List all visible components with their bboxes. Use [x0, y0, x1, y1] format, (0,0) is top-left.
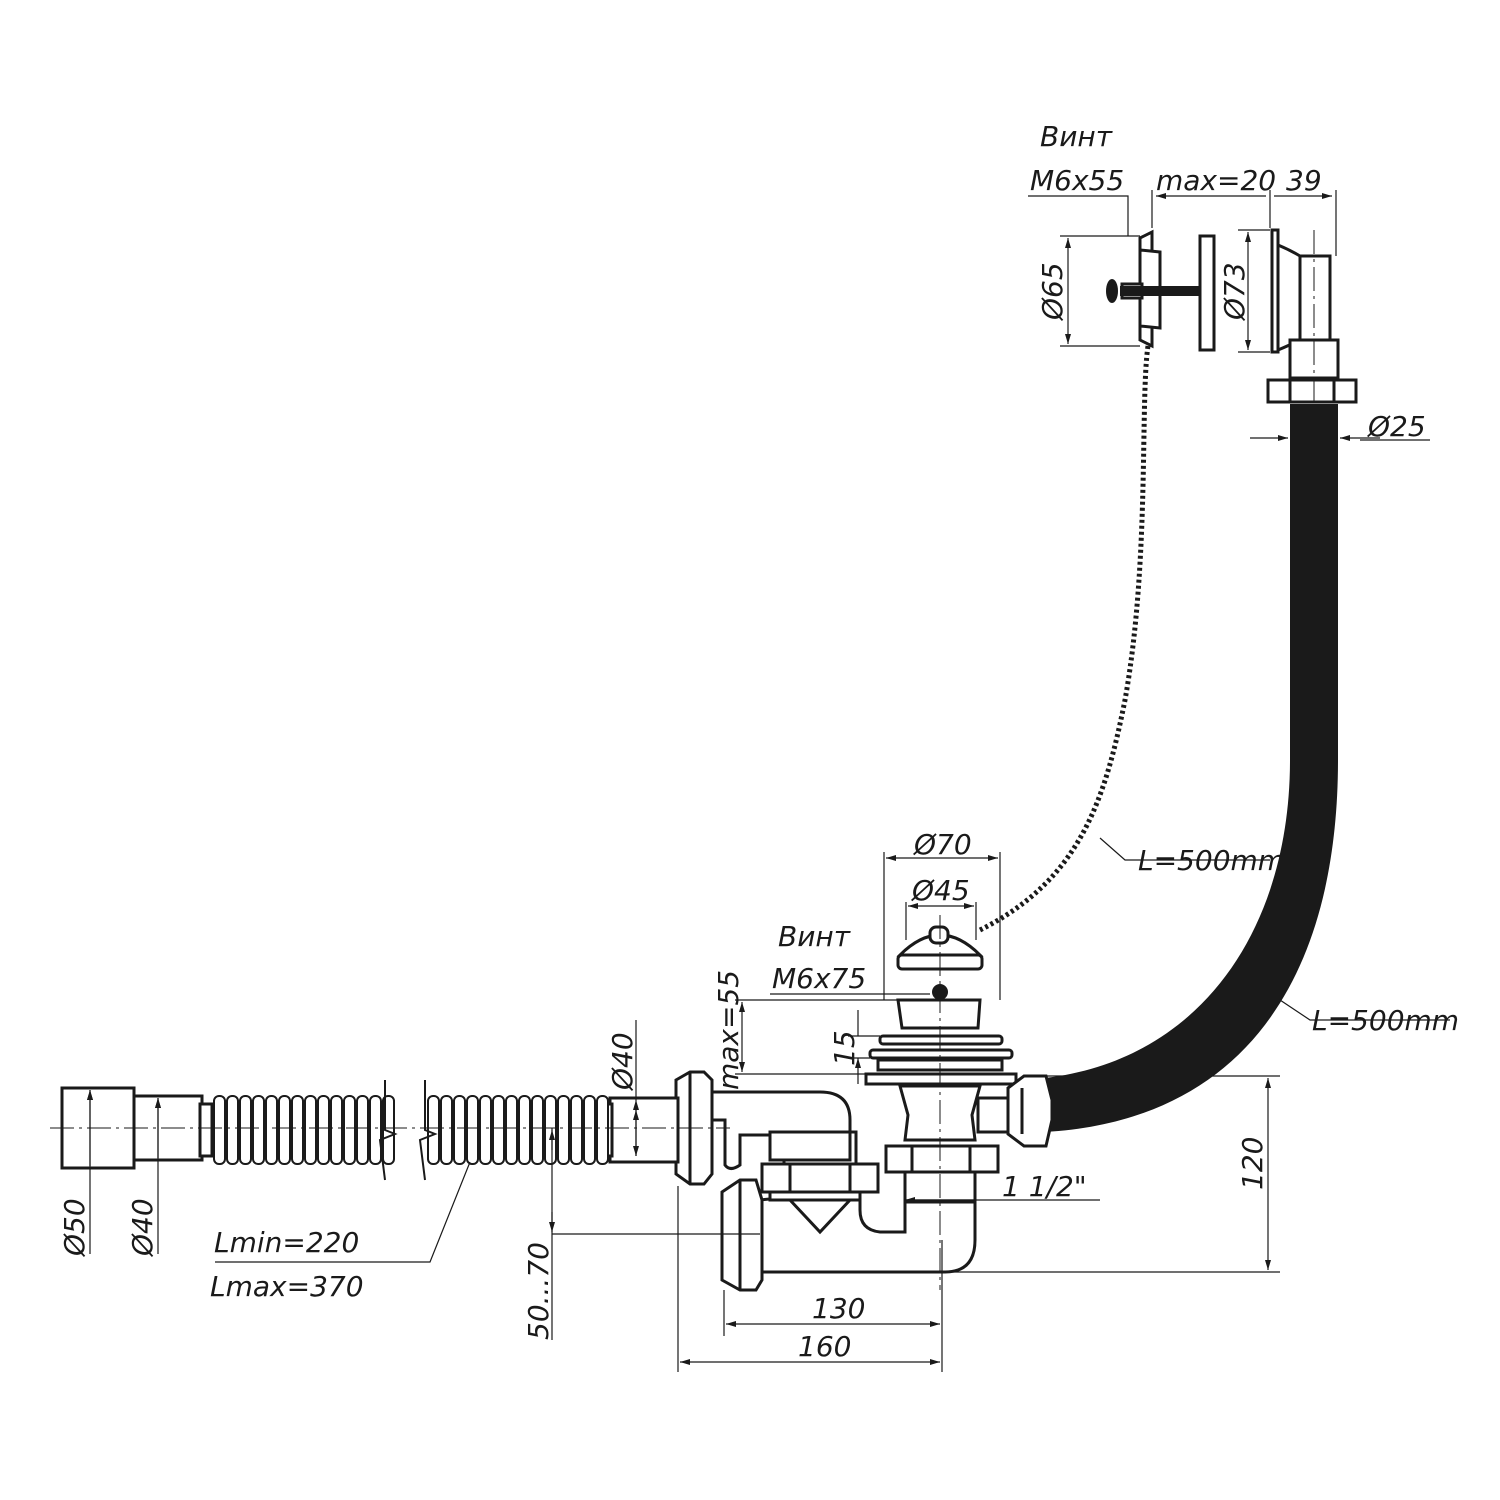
corrugated-outer-dia-label: Ø50: [58, 1198, 91, 1257]
overflow-screw: [1106, 279, 1200, 303]
overflow-hose-dia-label: Ø25: [1367, 410, 1426, 443]
width-160-label: 160: [798, 1330, 851, 1363]
break-mark: [378, 1080, 438, 1181]
plug-inner-dia-label: Ø45: [911, 874, 970, 907]
drain-screw-title: Винт: [778, 920, 851, 953]
hose-length-label: L=500mm: [1312, 1004, 1459, 1037]
width-130-label: 130: [812, 1292, 865, 1325]
corrugated-lmin-label: Lmin=220: [214, 1226, 359, 1259]
corrugated-lmax-label: Lmax=370: [210, 1270, 364, 1303]
height-label: 120: [1236, 1137, 1269, 1190]
plug-dia-label: Ø70: [913, 828, 972, 861]
drain-grid: [896, 984, 982, 1030]
overflow-body-dia-label: Ø73: [1218, 262, 1251, 321]
overflow-screw-size: M6x55: [1030, 164, 1124, 197]
outlet-dia-label: Ø40: [606, 1032, 639, 1091]
drain-flange: [864, 1034, 1018, 1086]
overflow-screw-title: Винт: [1040, 120, 1113, 153]
drain-body: [898, 1074, 1054, 1148]
drain-nut: [884, 1144, 1000, 1174]
drain-screw-size: M6x75: [772, 962, 866, 995]
seal-range-label: 50...70: [522, 1242, 555, 1340]
overflow-hose: [1045, 404, 1338, 1132]
thread-label: 1 1/2": [1002, 1170, 1087, 1203]
chain-length-label: L=500mm: [1138, 844, 1285, 877]
drain-flange-label: 15: [828, 1030, 861, 1066]
overflow-body: [1270, 228, 1340, 380]
overflow-nut: [1266, 378, 1358, 404]
plug-chain: [978, 345, 1151, 933]
overflow-gap-label: max=20: [1156, 164, 1276, 197]
drain-gap-label: max=55: [712, 970, 745, 1090]
overflow-depth-label: 39: [1286, 164, 1322, 197]
corrugated-inner-dia-label: Ø40: [126, 1198, 159, 1257]
overflow-cover-dia-label: Ø65: [1036, 262, 1069, 321]
overflow-gasket: [1198, 234, 1216, 352]
corrugated-pipe: [213, 1095, 609, 1165]
